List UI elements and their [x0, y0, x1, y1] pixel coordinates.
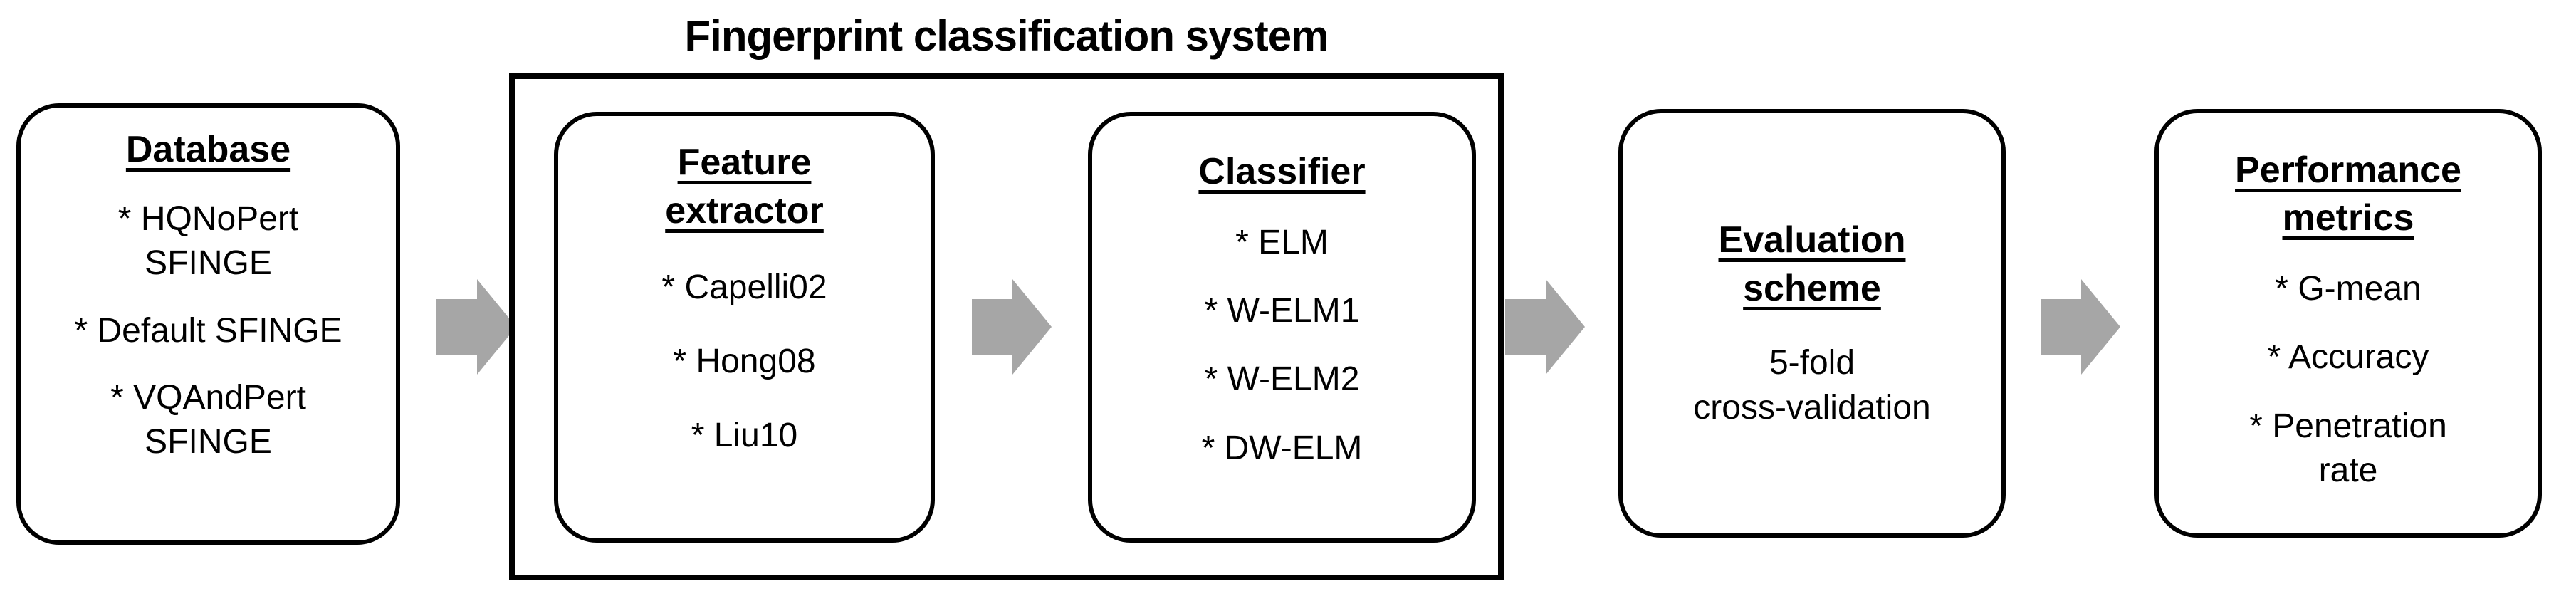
- classifier-heading: Classifier: [1198, 150, 1366, 192]
- flow-arrow-icon: [1505, 279, 1585, 375]
- flow-arrow-icon: [2041, 279, 2120, 375]
- performance-metrics-heading: Performance metrics: [2235, 149, 2461, 239]
- feature-extractor-heading: Feature extractor: [665, 142, 824, 231]
- flow-arrow-icon: [436, 279, 516, 375]
- classifier-item: * DW-ELM: [1201, 429, 1363, 467]
- performance-metrics-item: * G-mean: [2275, 269, 2421, 308]
- classifier-item: * W-ELM2: [1204, 360, 1360, 399]
- feature-extractor-box: Feature extractor * Capelli02 * Hong08 *…: [554, 112, 935, 543]
- performance-metrics-item: * Accuracy: [2267, 338, 2429, 377]
- database-heading: Database: [125, 129, 291, 171]
- performance-metrics-box: Performance metrics * G-mean * Accuracy …: [2154, 109, 2542, 538]
- feature-extractor-item: * Hong08: [673, 342, 816, 380]
- evaluation-scheme-heading: Evaluation scheme: [1718, 219, 1906, 309]
- flow-arrow-icon: [972, 279, 1052, 375]
- feature-extractor-item: * Capelli02: [661, 268, 827, 306]
- database-item: * VQAndPert SFINGE: [110, 378, 306, 461]
- classifier-item: * W-ELM1: [1204, 291, 1360, 330]
- database-item: * HQNoPert SFINGE: [117, 199, 299, 283]
- database-box: Database * HQNoPert SFINGE * Default SFI…: [16, 103, 400, 545]
- evaluation-scheme-item: 5-fold cross-validation: [1693, 344, 1931, 427]
- evaluation-scheme-box: Evaluation scheme 5-fold cross-validatio…: [1618, 109, 2006, 538]
- classifier-item: * ELM: [1235, 223, 1329, 261]
- diagram-title: Fingerprint classification system: [684, 12, 1329, 60]
- feature-extractor-item: * Liu10: [691, 417, 798, 455]
- classifier-box: Classifier * ELM * W-ELM1 * W-ELM2 * DW-…: [1088, 112, 1476, 543]
- performance-metrics-item: * Penetration rate: [2249, 407, 2447, 489]
- database-item: * Default SFINGE: [74, 311, 342, 350]
